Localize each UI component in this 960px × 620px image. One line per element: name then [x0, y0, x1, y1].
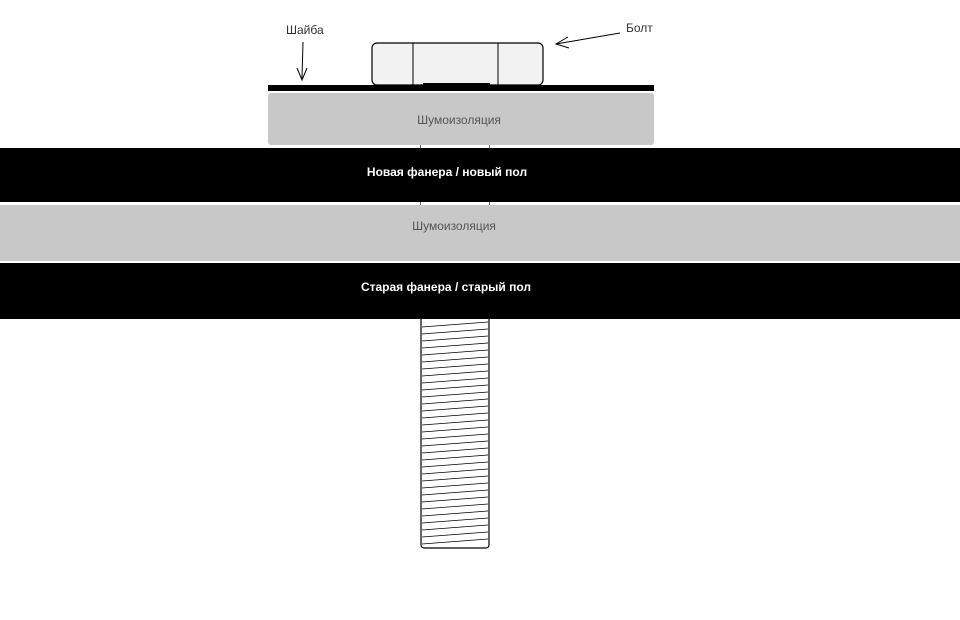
washer-label: Шайба [286, 23, 324, 37]
insulation-top-label: Шумоизоляция [417, 113, 501, 127]
old-plywood-layer [0, 263, 960, 319]
washer [268, 85, 654, 91]
new-plywood-layer [0, 148, 960, 202]
new-plywood-label: Новая фанера / новый пол [367, 165, 527, 179]
bolt-callout: Болт [554, 21, 653, 49]
bolt-threads [421, 321, 489, 545]
washer-callout: Шайба [286, 23, 324, 82]
insulation-top-layer [268, 93, 654, 145]
old-plywood-label: Старая фанера / старый пол [361, 280, 531, 294]
insulation-bottom-label: Шумоизоляция [412, 219, 496, 233]
bolt-label: Болт [626, 21, 653, 35]
bolt-head [371, 42, 544, 86]
insulation-bottom-layer [0, 205, 960, 261]
